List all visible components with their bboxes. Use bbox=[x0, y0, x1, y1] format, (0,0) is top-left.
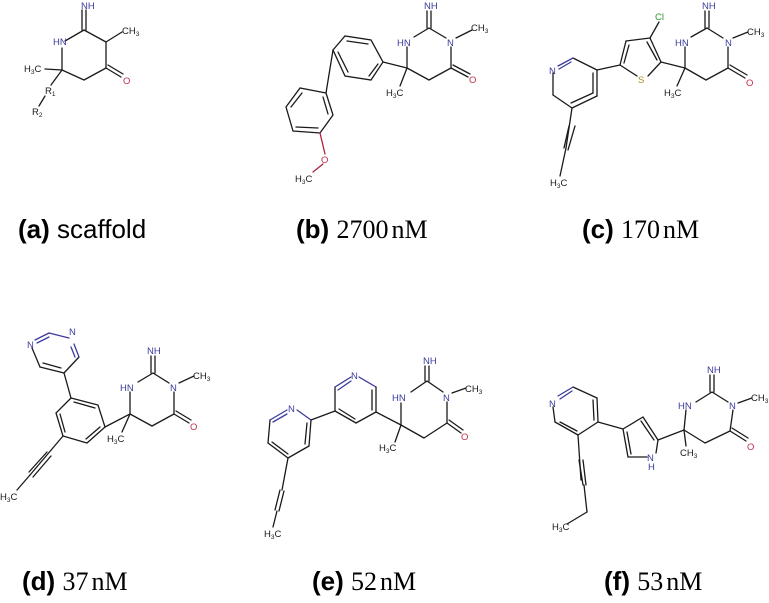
molecule-f: NH HN N CH3 CH3 O N N H H3C bbox=[549, 365, 769, 534]
atom-oxygen: O bbox=[123, 76, 130, 87]
caption-a: (a) scaffold bbox=[18, 214, 146, 245]
svg-text:CH3: CH3 bbox=[471, 23, 489, 35]
svg-text:N: N bbox=[69, 327, 76, 338]
svg-text:H3C: H3C bbox=[664, 88, 682, 100]
caption-d-label: (d) bbox=[22, 566, 56, 596]
svg-text:N: N bbox=[27, 340, 34, 351]
svg-text:HN: HN bbox=[392, 393, 406, 404]
svg-text:H3C: H3C bbox=[386, 88, 404, 100]
svg-text:CH3: CH3 bbox=[680, 448, 698, 460]
svg-text:Cl: Cl bbox=[655, 12, 664, 23]
svg-text:N: N bbox=[725, 38, 732, 49]
molecule-a-scaffold: NH HN CH3 H3C O R1 R2 bbox=[24, 1, 140, 119]
caption-d-value: 37 bbox=[62, 567, 89, 596]
svg-text:N: N bbox=[288, 404, 295, 415]
caption-b-unit: nM bbox=[391, 215, 428, 244]
svg-text:N: N bbox=[647, 453, 654, 464]
svg-text:R1: R1 bbox=[45, 86, 56, 98]
caption-f-value: 53 bbox=[637, 567, 664, 596]
svg-text:O: O bbox=[469, 75, 476, 86]
svg-text:NH: NH bbox=[424, 1, 438, 12]
svg-text:HN: HN bbox=[675, 38, 689, 49]
svg-text:HN: HN bbox=[678, 401, 692, 412]
svg-text:NH: NH bbox=[707, 365, 721, 376]
svg-text:H3C: H3C bbox=[24, 64, 42, 76]
svg-text:O: O bbox=[321, 155, 328, 166]
svg-text:H3C: H3C bbox=[295, 174, 313, 186]
svg-text:NH: NH bbox=[423, 356, 437, 367]
molecule-e: NH HN N CH3 H3C O N N H3C bbox=[264, 356, 483, 541]
caption-b-value: 2700 bbox=[336, 215, 389, 244]
caption-a-text: scaffold bbox=[57, 214, 147, 244]
svg-text:CH3: CH3 bbox=[122, 26, 140, 38]
molecule-c: NH HN N CH3 H3C O Cl S N H3C bbox=[549, 1, 765, 190]
svg-text:H3C: H3C bbox=[0, 492, 18, 504]
svg-text:N: N bbox=[549, 399, 556, 410]
svg-text:R2: R2 bbox=[32, 107, 43, 119]
svg-text:N: N bbox=[443, 393, 450, 404]
svg-text:H3C: H3C bbox=[107, 434, 125, 446]
svg-text:H3C: H3C bbox=[550, 178, 568, 190]
caption-a-label: (a) bbox=[18, 214, 50, 244]
svg-text:HN: HN bbox=[397, 38, 411, 49]
svg-text:NH: NH bbox=[702, 1, 716, 12]
caption-b-label: (b) bbox=[296, 214, 330, 244]
svg-text:N: N bbox=[351, 371, 358, 382]
caption-f-label: (f) bbox=[604, 566, 630, 596]
svg-text:N: N bbox=[447, 38, 454, 49]
svg-text:H3C: H3C bbox=[264, 529, 282, 541]
svg-text:S: S bbox=[638, 75, 644, 86]
svg-text:N: N bbox=[729, 401, 736, 412]
svg-text:CH3: CH3 bbox=[193, 371, 211, 383]
svg-text:H3C: H3C bbox=[552, 522, 570, 534]
svg-text:O: O bbox=[747, 442, 754, 453]
svg-text:N: N bbox=[170, 383, 177, 394]
caption-c-unit: nM bbox=[663, 215, 700, 244]
svg-text:N: N bbox=[549, 66, 556, 77]
svg-text:O: O bbox=[461, 432, 468, 443]
molecule-b: NH HN N CH3 H3C O O H3C bbox=[285, 1, 489, 186]
svg-text:CH3: CH3 bbox=[751, 393, 769, 405]
svg-text:CH3: CH3 bbox=[465, 384, 483, 396]
atom-imine-nh: NH bbox=[81, 1, 95, 12]
atom-ring-nh: HN bbox=[53, 37, 67, 48]
caption-f-unit: nM bbox=[666, 567, 703, 596]
svg-text:NH: NH bbox=[147, 346, 161, 357]
caption-c-label: (c) bbox=[582, 214, 614, 244]
svg-text:H: H bbox=[648, 462, 655, 473]
svg-text:O: O bbox=[190, 422, 197, 433]
caption-e-value: 52 bbox=[351, 567, 378, 596]
molecule-d: NH HN N CH3 H3C O N N H3C bbox=[0, 327, 211, 504]
svg-text:HN: HN bbox=[120, 383, 134, 394]
caption-e-label: (e) bbox=[312, 566, 344, 596]
svg-text:H3C: H3C bbox=[379, 443, 397, 455]
caption-c-value: 170 bbox=[621, 215, 661, 244]
svg-text:O: O bbox=[746, 78, 753, 89]
caption-d-unit: nM bbox=[91, 567, 128, 596]
caption-e-unit: nM bbox=[380, 567, 417, 596]
svg-text:CH3: CH3 bbox=[747, 27, 765, 39]
